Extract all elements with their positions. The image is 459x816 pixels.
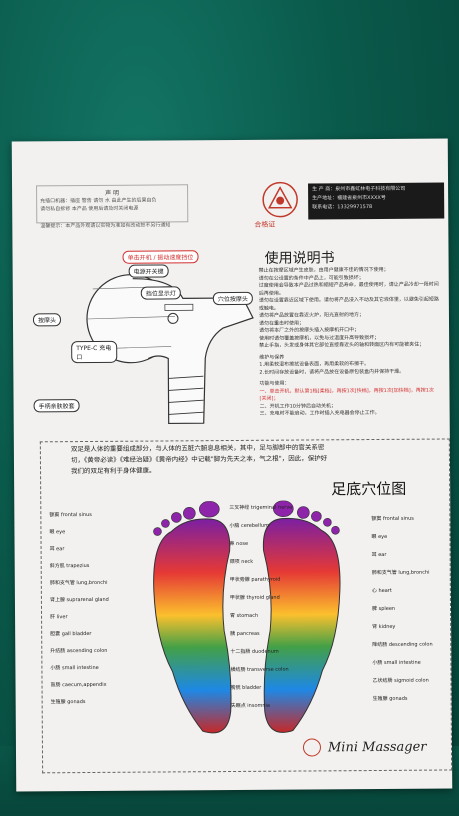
acupoint-label: 胃 stomach [230, 612, 259, 620]
massager-diagram [86, 274, 254, 425]
manual-para: 请勿在设置靠近区域下使用。请勿将产品浸入不动及其它液体里，以避免引起短路或触电。 [258, 296, 439, 312]
chart-title: 足底穴位图 [331, 479, 407, 499]
foot-soles-illustration [153, 500, 341, 734]
warning-note: 温馨提示：本产品外观请以实物为准如有改动恕不另行通知 [40, 222, 171, 230]
acupoint-label: 横结肠 transverse colon [230, 666, 289, 674]
brand-name: Mini Massager [327, 739, 427, 756]
acupoint-label: 肺和支气管 lung,bronchi [49, 579, 108, 587]
manual-body: 禁止在按摩区域产生皮肤，由用户健康不佳的情况下使用； 请勿在公设置的条件中产品上… [259, 267, 440, 419]
maintenance-item: 2.长时间存放设备时，请将产品放在设备原包装盒内并保持干燥。 [259, 368, 405, 376]
acupoint-label: 盲肠 caecum,appendix [50, 681, 107, 689]
acupoint-label: 膀胱 bladder [230, 684, 262, 692]
center-labels: 三叉神经 trigeminal nerve 小脑 cerebellum 鼻 no… [229, 504, 293, 721]
acupoint-label: 鼻 nose [229, 540, 249, 548]
acupoint-label: 颈项 neck [229, 558, 254, 566]
brand-logo-icon [302, 738, 322, 757]
acupoint-label: 乙状结肠 sigmoid colon [372, 677, 429, 685]
acupoint-label: 眼 eye [371, 533, 388, 541]
acupoint-label: 小肠 small intestine [372, 659, 421, 667]
label-level-led: 挡位显示灯 [140, 286, 181, 300]
acupoint-label: 耳 ear [371, 551, 387, 559]
acupoint-label: 小肠 small intestine [50, 664, 99, 672]
acupoint-label: 眼 eye [49, 529, 66, 536]
acupoint-label: 升结肠 ascending colon [50, 647, 108, 655]
certificate-stamp-icon [262, 181, 298, 218]
acupoint-label: 十二指肠 duodenum [230, 648, 279, 656]
acupoint-label: 肾 kidney [372, 623, 396, 631]
function-step: 三、充电时不能启动，工作时插入充电器会停止工作。 [259, 409, 380, 417]
acupoint-label: 甲状旁腺 parathyroid [229, 576, 281, 584]
acupoint-label: 心 heart [371, 587, 392, 595]
maker-phone: 联系电话：13329971578 [312, 204, 373, 211]
manual-para: 禁止手指，头发或身体其它部位直接靠近头的轴和转面区内有可能被夹住； [259, 341, 425, 349]
manufacturer-box: 生 产 商：泉州市鑫虹林电子科技有限公司 生产地址：福建省泉州市XXXX号 联系… [308, 182, 445, 220]
label-massage-head: 按摩头 [32, 313, 62, 327]
label-acupoint-head: 穴位按摩头 [212, 291, 253, 306]
acupoint-label: 胆囊 gall bladder [50, 630, 92, 638]
acupoint-label: 降结肠 descending colon [372, 641, 433, 649]
stamp-label: 合格证 [254, 220, 276, 229]
acupoint-label: 斜方肌 trapezius [49, 562, 90, 570]
warning-box: 声 明 充插口机器：插座 警告 请勿 水 由此产生的后果自负 请勿私自拆修 本产… [36, 184, 189, 224]
label-typec-port: TYPE-C 充电口 [71, 340, 118, 364]
right-labels: 额窦 frontal sinus 眼 eye 耳 ear 肺和支气管 lung,… [371, 516, 447, 715]
left-labels: 额窦 frontal sinus 眼 eye 耳 ear 斜方肌 trapezi… [49, 512, 130, 717]
acupoint-label: 肝 liver [50, 614, 68, 621]
acupoint-label: 脾 spleen [371, 605, 396, 613]
acupoint-label: 额窦 frontal sinus [371, 515, 414, 523]
acupoint-label: 耳 ear [49, 546, 65, 553]
instruction-sheet: 声 明 充插口机器：插座 警告 请勿 水 由此产生的后果自负 请勿私自拆修 本产… [11, 138, 453, 792]
acupoint-label: 小脑 cerebellum [229, 522, 269, 530]
label-single-click: 单击开机 / 振动速度挡位 [122, 250, 199, 264]
manual-title: 使用说明书 [264, 250, 335, 267]
acupoint-label: 生殖腺 gonads [50, 699, 86, 706]
foot-chart-frame: 双足是人体的重要组成部分，与人体的五脏六腑息息相关，其中，足与脚部中的官关系密切… [39, 438, 453, 774]
acupoint-label: 三叉神经 trigeminal nerve [229, 504, 293, 512]
acupoint-label: 失眠点 insomnia [230, 702, 271, 710]
manual-para: 过度使用会导致本产品过热和缩短产品寿命，最佳使用时，请让产品冷却一段时间后再使用… [258, 281, 439, 297]
acupoint-label: 肺和支气管 lung,bronchi [371, 569, 430, 577]
acupoint-label: 甲状腺 thyroid gland [229, 594, 280, 602]
acupoint-label: 生殖腺 gonads [372, 695, 408, 703]
function-step: 一、单击开机，默认第1档[柔档]，再按1次[快档]，再按1次[加快档]，再按1次… [259, 387, 434, 402]
acupoint-label: 额窦 frontal sinus [49, 511, 92, 519]
acupoint-label: 肾上腺 suprarenal gland [49, 596, 109, 604]
label-grip-cover: 手柄亲肤胶套 [33, 399, 80, 413]
warning-line: 请勿私自拆修 本产品 使用后请及时关闭电源 [40, 205, 139, 213]
acupoint-label: 胰 pancreas [230, 630, 260, 638]
label-power-switch: 电源开关键 [128, 264, 169, 278]
chart-intro: 双足是人体的重要组成部分，与人体的五脏六腑息息相关，其中，足与脚部中的官关系密切… [70, 443, 328, 476]
